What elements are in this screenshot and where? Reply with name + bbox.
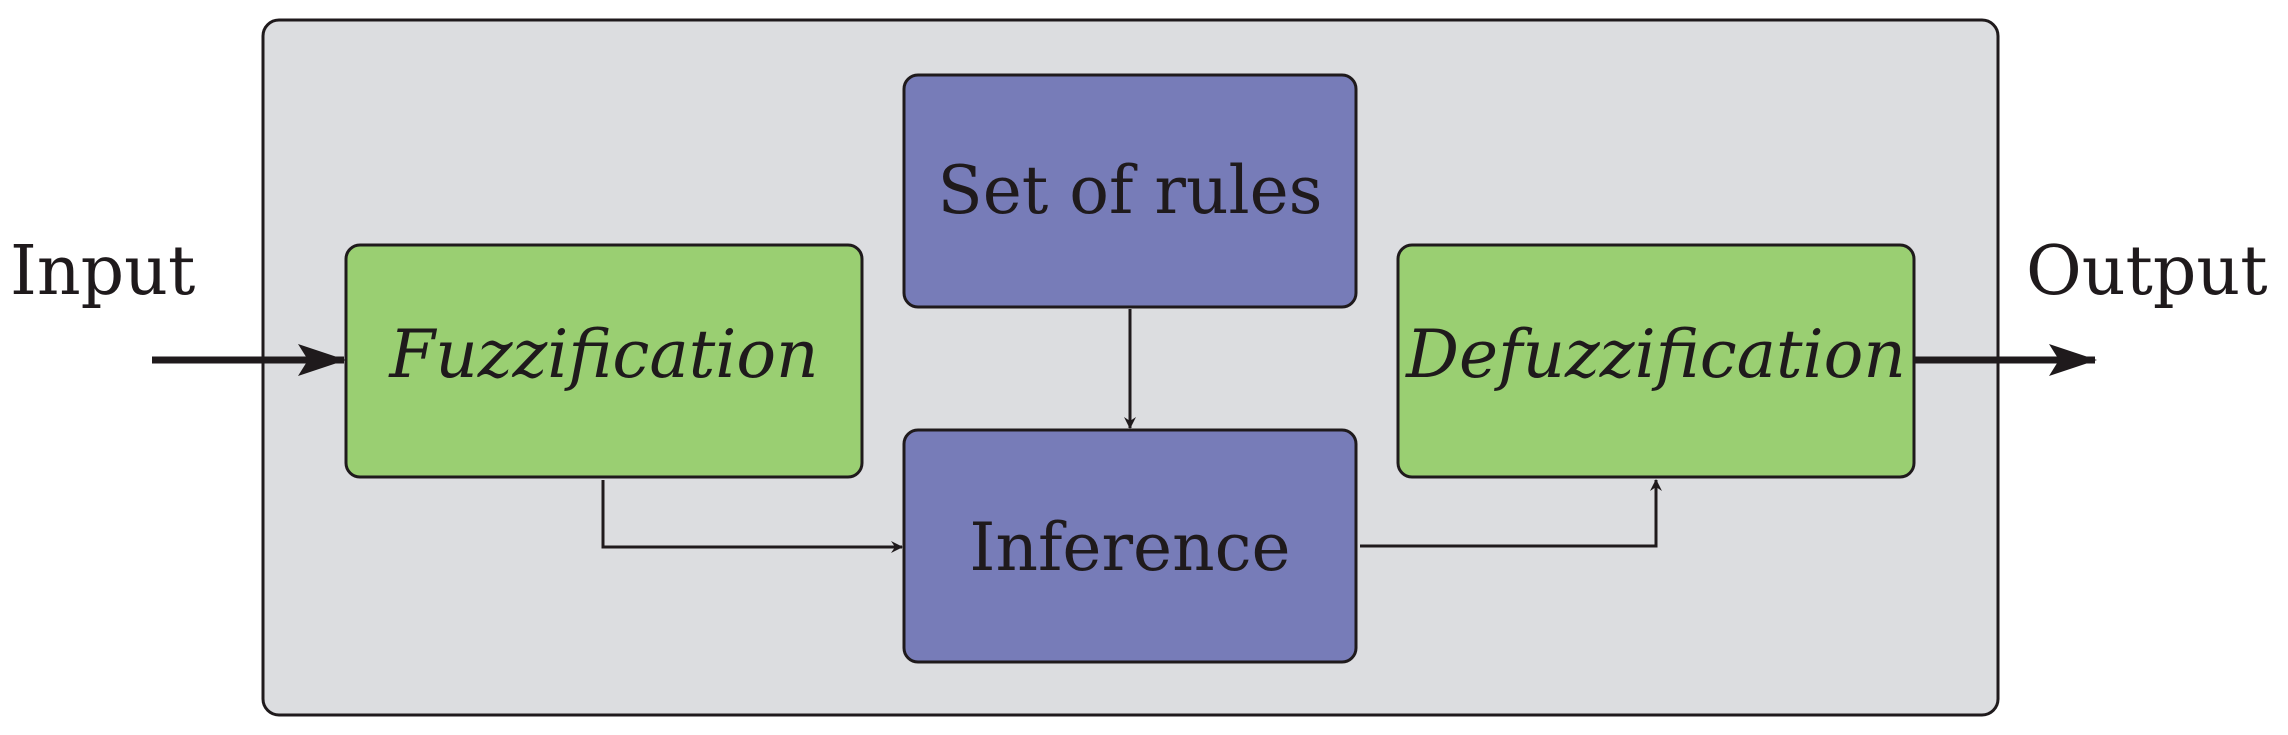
- fuzzification-to-inference-arrow: [601, 480, 903, 553]
- fuzzification-label: Fuzzification: [388, 316, 818, 393]
- inference-label: Inference: [969, 509, 1290, 586]
- inference-block: [902, 428, 1358, 664]
- rules-block: [902, 73, 1358, 309]
- output-label: Output: [2026, 232, 2268, 311]
- inference-to-defuzzification-arrow: [1360, 479, 1662, 548]
- input-label: Input: [10, 232, 195, 311]
- rules-label: Set of rules: [937, 152, 1322, 229]
- fuzzification-block: [344, 243, 864, 479]
- defuzzification-label: Defuzzification: [1405, 316, 1906, 393]
- defuzzification-block: [1396, 243, 1916, 479]
